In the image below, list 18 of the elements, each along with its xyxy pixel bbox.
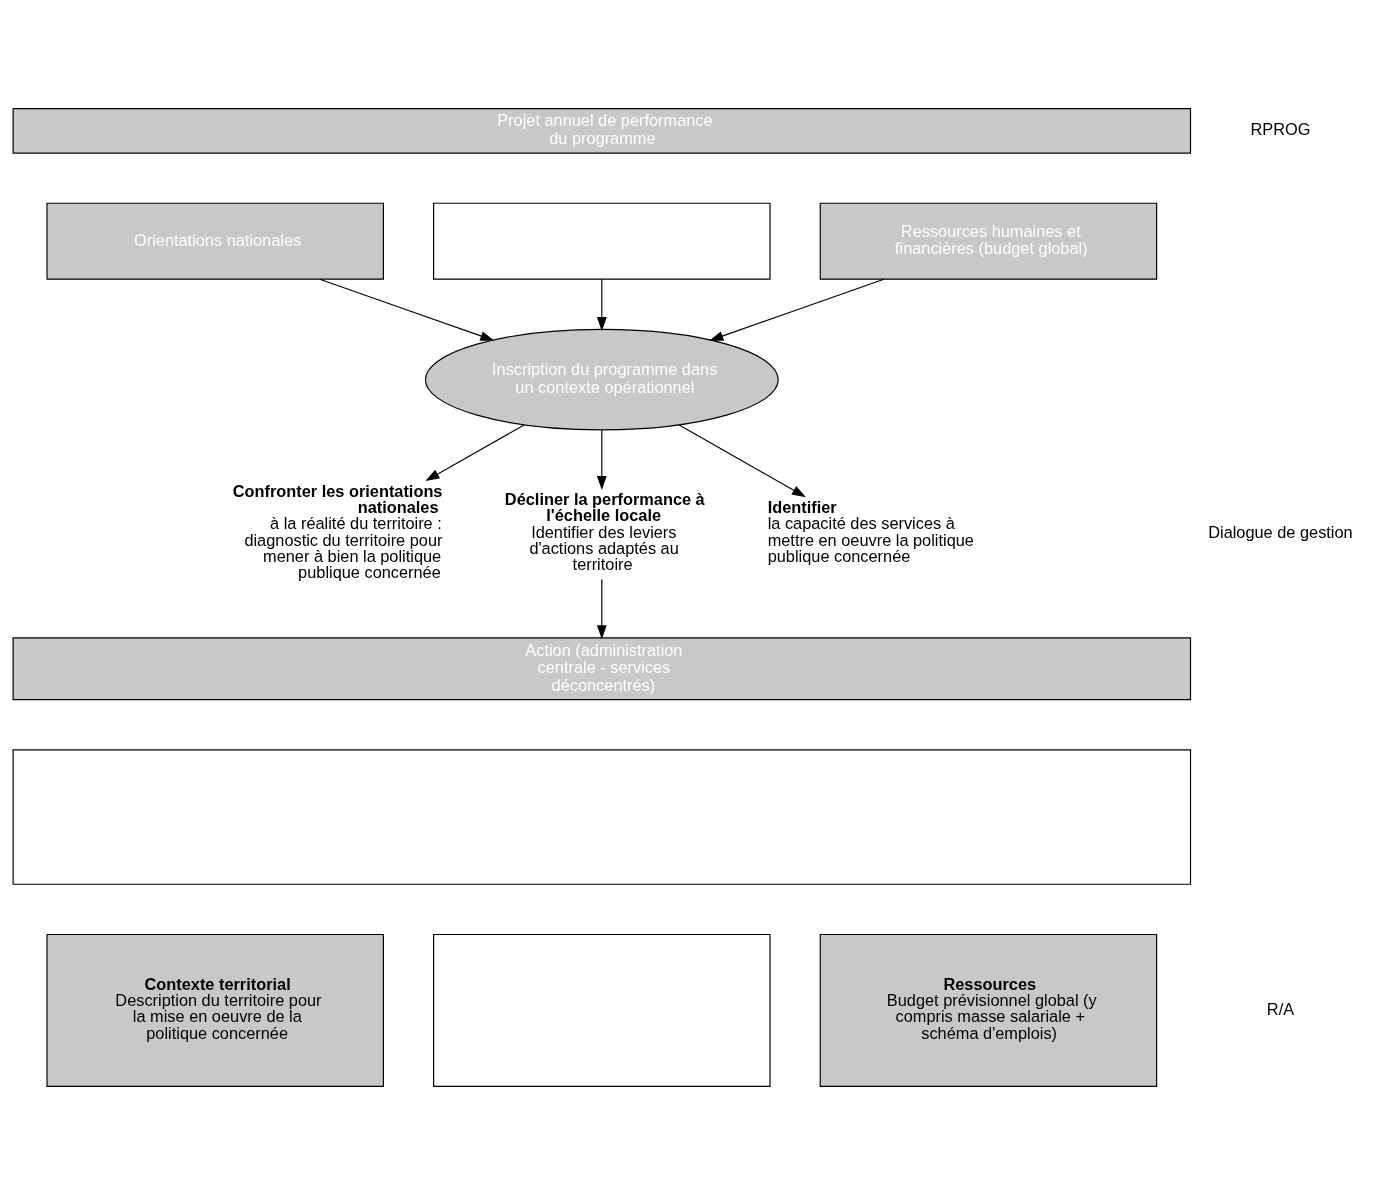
- arrow: [319, 278, 495, 341]
- arrow: [709, 278, 885, 341]
- arrow: [678, 423, 806, 497]
- node-text: Confronter les orientations nationales à la réalité du territoire : diagnostic du territoire pour mener à bien la politique publique concernée: [232, 481, 443, 581]
- label: R/A: [1266, 999, 1295, 1018]
- arrow: [596, 429, 607, 490]
- arrow: [596, 578, 607, 639]
- node-box: [12, 748, 1192, 885]
- label: Dialogue de gestion: [1208, 522, 1353, 541]
- node-text: Identifier la capacité des services à mettre en oeuvre la politique publique concernée: [767, 497, 974, 565]
- node-text: Décliner la performance à l'échelle locale Identifier des leviers d'actions adaptés au territoire: [504, 489, 705, 573]
- node-box: [433, 202, 771, 280]
- arrow: [425, 423, 525, 481]
- node-box: Contexte territorial Description du territoire pour la mise en oeuvre de la politique concernée: [46, 933, 384, 1087]
- arrow: [596, 278, 607, 331]
- node-box: Ressources Budget prévisionnel global (y compris masse salariale + schéma d'emplois): [819, 933, 1158, 1087]
- node-box: [433, 933, 771, 1087]
- label: RPROG: [1250, 119, 1311, 138]
